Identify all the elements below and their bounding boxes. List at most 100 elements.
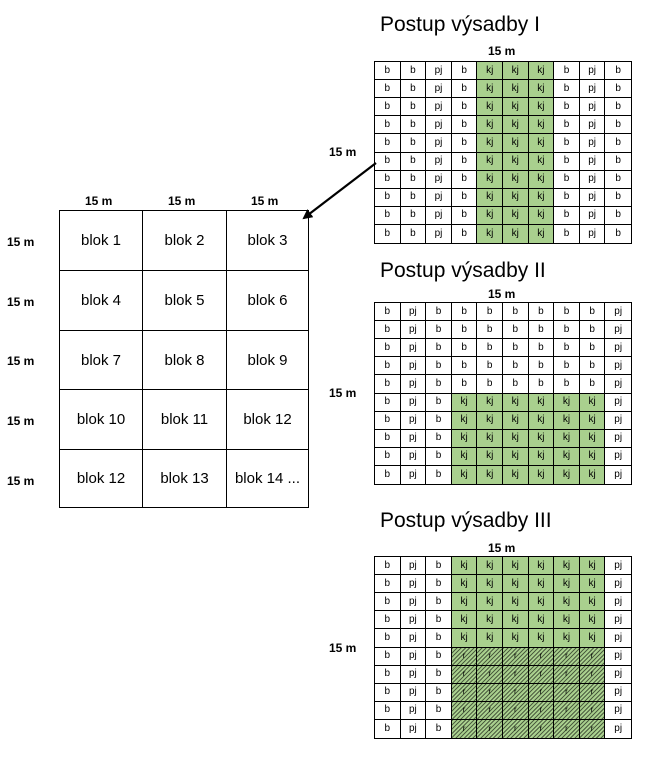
- plan-cell: b: [605, 153, 631, 171]
- plan-cell-label: kj: [460, 432, 468, 444]
- plan-cell: r: [503, 683, 529, 702]
- plan-cell-label: b: [435, 595, 442, 607]
- plan-cell: b: [375, 357, 401, 376]
- plan-cell-label: pj: [588, 173, 596, 185]
- plan-cell: b: [554, 188, 580, 207]
- plan-cell: kj: [477, 62, 503, 81]
- plan-cell-label: b: [512, 305, 519, 317]
- plan-cell: kj: [528, 593, 555, 612]
- plan-cell-label: kj: [562, 450, 571, 462]
- plan-cell: kj: [579, 593, 606, 612]
- plan-cell-label: r: [539, 669, 543, 679]
- plan-cell-label: b: [384, 227, 391, 239]
- plan-cell-label: r: [513, 723, 517, 733]
- plan-cell: b: [375, 575, 401, 594]
- plan-cell-label: b: [435, 450, 442, 462]
- plan-cell-label: b: [563, 118, 570, 130]
- plan-cell-label: pj: [408, 704, 417, 716]
- plan-cell-label: pj: [614, 722, 623, 734]
- plan-cell: pj: [605, 702, 631, 720]
- plan-cell: pj: [579, 134, 606, 153]
- plan-cell: kj: [451, 465, 478, 484]
- plan-cell: b: [426, 357, 452, 376]
- row-dim-label: 15 m: [7, 354, 35, 368]
- plan-cell-label: r: [462, 651, 466, 661]
- plan-cell-label: b: [384, 577, 391, 589]
- plan-cell-label: b: [435, 396, 442, 408]
- plan-cell-label: kj: [511, 432, 519, 444]
- plan-cell: b: [451, 62, 478, 81]
- plan-cell-label: b: [384, 341, 391, 353]
- plan-cell-label: kj: [537, 559, 545, 571]
- plan-cell-label: kj: [460, 414, 468, 426]
- plan-cell: b: [426, 465, 452, 484]
- plan-cell-label: b: [461, 64, 467, 76]
- col-dim-label: 15 m: [251, 194, 279, 208]
- plan-cell-label: b: [615, 209, 621, 221]
- plan-cell: r: [477, 647, 503, 666]
- plan-cell: pj: [426, 188, 452, 207]
- plan-cell-label: pj: [588, 155, 596, 167]
- plan-cell-label: r: [539, 723, 543, 733]
- plan-cell: b: [375, 80, 401, 99]
- plan-cell: kj: [503, 411, 529, 430]
- plan-cell-label: b: [589, 359, 595, 371]
- plan-cell-label: b: [563, 136, 570, 148]
- plan-cell-label: pj: [408, 722, 417, 734]
- plan-cell-label: pj: [614, 305, 623, 317]
- plan-cell: b: [400, 62, 427, 81]
- plan-cell: r: [477, 701, 503, 720]
- plan-cell-label: b: [461, 173, 467, 185]
- plan-cell: b: [375, 321, 401, 340]
- plan-cell-label: kj: [511, 136, 519, 148]
- plan-cell: pj: [605, 666, 631, 684]
- plan-cell-label: kj: [511, 227, 519, 239]
- plan-cell: pj: [605, 357, 631, 376]
- plan-cell: b: [426, 375, 452, 394]
- plan-cell: pj: [605, 557, 631, 576]
- row-dim-label: 15 m: [7, 414, 35, 428]
- plan-cell-label: kj: [588, 595, 596, 607]
- plan-cell: kj: [554, 575, 580, 594]
- plan-cell: kj: [451, 575, 478, 594]
- plan-cell-label: kj: [511, 396, 519, 408]
- plan-cell: b: [452, 224, 478, 243]
- plan-cell-label: kj: [486, 595, 494, 607]
- plan-cell-label: kj: [486, 613, 494, 625]
- plan-cell-label: b: [410, 64, 416, 76]
- plan-cell-label: kj: [537, 136, 545, 148]
- plan-cell-label: b: [589, 323, 595, 335]
- plan-cell-label: r: [565, 669, 568, 679]
- plan-cell: kj: [528, 80, 555, 99]
- plan-cell-label: b: [589, 341, 595, 353]
- plan-cell-label: b: [563, 64, 570, 76]
- plan-cell: b: [375, 665, 401, 684]
- plan-cell-label: kj: [537, 414, 545, 426]
- plan-cell-label: kj: [486, 173, 494, 185]
- plan-cell-label: kj: [460, 577, 468, 589]
- plan-cell-label: kj: [511, 191, 519, 203]
- plan-cell: b: [554, 80, 580, 99]
- plan-cell: kj: [477, 429, 503, 448]
- plan-cell-label: b: [410, 191, 416, 203]
- plan-cell-label: b: [563, 209, 570, 221]
- block-cell: blok 12: [60, 450, 143, 507]
- plan-side-dim-label: 15 m: [329, 641, 357, 655]
- plan-cell: pj: [605, 375, 631, 394]
- block-cell: blok 1: [60, 211, 143, 271]
- plan-cell-label: b: [538, 377, 544, 389]
- plan-cell: b: [451, 152, 478, 171]
- plan-cell-label: r: [590, 705, 594, 715]
- plan-cell-label: b: [384, 396, 391, 408]
- plan-cell: kj: [579, 575, 606, 594]
- plan-cell-label: pj: [614, 650, 623, 662]
- plan-cell-label: kj: [588, 559, 596, 571]
- plan-cell: b: [477, 357, 503, 376]
- plan-cell: b: [375, 170, 401, 189]
- plan-cell: kj: [528, 429, 555, 448]
- plan-cell: kj: [579, 629, 606, 648]
- plan-cell: b: [375, 188, 401, 207]
- plan-cell-label: pj: [408, 377, 417, 389]
- plan-cell-label: kj: [537, 631, 545, 643]
- plan-cell-label: b: [615, 227, 621, 239]
